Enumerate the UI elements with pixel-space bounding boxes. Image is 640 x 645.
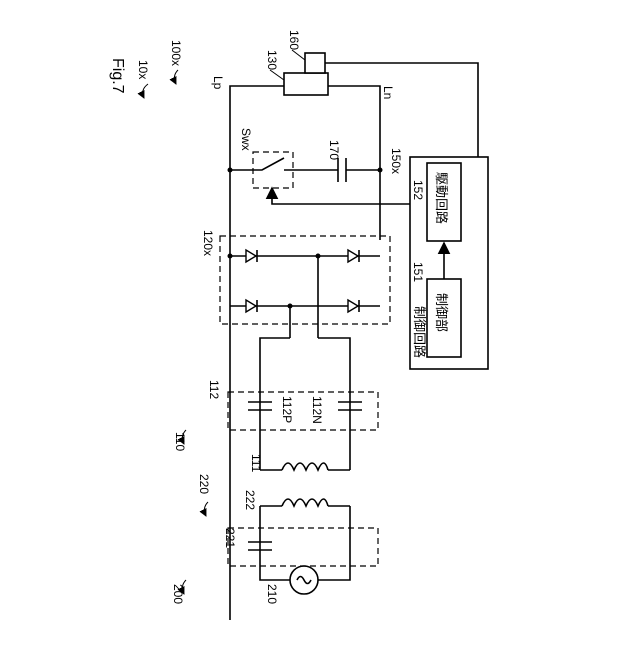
capacitor-221-box: [228, 528, 378, 566]
ref-170: 170: [327, 140, 341, 160]
diode-3: [246, 300, 257, 312]
ref-111: 111: [249, 454, 263, 473]
ref-160-leader: [292, 50, 305, 60]
ref-152: 152: [411, 180, 425, 200]
capacitor-112-box: [228, 392, 378, 430]
switch-node-right: [378, 168, 383, 173]
rail-ln: [328, 86, 380, 240]
gate-drive-line: [272, 188, 427, 204]
diode-4: [348, 300, 359, 312]
coil-111: [282, 463, 328, 470]
ref-151: 151: [411, 262, 425, 282]
figure-title: Fig.7: [109, 58, 126, 94]
ref-160: 160: [287, 30, 301, 50]
ref-221: 221: [223, 528, 237, 548]
ref-220-arrow: [204, 502, 208, 516]
control-unit-label: 制御部: [434, 293, 449, 332]
ref-120x: 120x: [201, 230, 215, 256]
switch-node-left: [228, 168, 233, 173]
load-130-box: [284, 73, 328, 95]
ref-110: 110: [173, 432, 187, 451]
bridge-node-3: [288, 304, 293, 309]
switch-swx-contact: [230, 158, 290, 170]
transmitter-wire-left: [260, 506, 290, 580]
bridge-node-1: [228, 254, 233, 259]
ref-112N: 112N: [310, 396, 324, 424]
ref-150x: 150x: [389, 148, 403, 174]
ref-100x-arrow: [174, 70, 178, 84]
ref-lp: Lp: [211, 76, 225, 90]
drive-circuit-label: 駆動回路: [434, 172, 449, 224]
diode-1: [246, 250, 257, 262]
ref-130-leader: [270, 70, 284, 80]
bridge-node-2: [316, 254, 321, 259]
sensor-160-box: [305, 53, 325, 73]
ref-ln: Ln: [381, 86, 395, 99]
coil-222: [282, 499, 328, 506]
ref-220: 220: [197, 474, 211, 494]
diode-2: [348, 250, 359, 262]
ref-112P: 112P: [280, 396, 294, 423]
ac-source-210: [290, 566, 318, 594]
ref-10x-arrow: [143, 84, 148, 98]
ref-10x: 10x: [136, 60, 150, 79]
ref-100x: 100x: [169, 40, 183, 66]
capacitor-170: [290, 158, 380, 182]
ref-swx: Swx: [239, 128, 253, 151]
control-circuit-label: 制御回路: [412, 306, 427, 358]
ref-130: 130: [265, 50, 279, 70]
ref-210: 210: [265, 584, 279, 604]
rail-lp: [230, 86, 284, 620]
ref-112: 112: [207, 380, 221, 399]
transmitter-wire-right: [318, 506, 350, 580]
ref-222: 222: [243, 490, 257, 510]
